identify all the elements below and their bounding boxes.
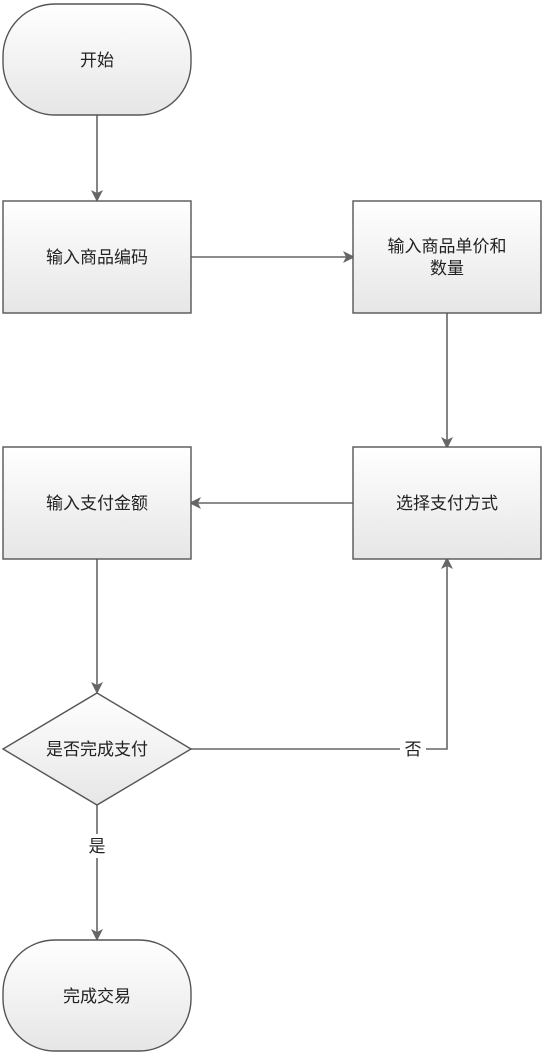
select-payment-label: 选择支付方式 bbox=[396, 494, 498, 514]
input-price-qty-process-box bbox=[352, 200, 542, 314]
start-terminator-shape bbox=[2, 3, 192, 116]
input-price-qty-label-line-2: 数量 bbox=[430, 259, 464, 279]
node-input-price-qty: 输入商品单价和 数量 bbox=[352, 200, 542, 314]
input-code-label: 输入商品编码 bbox=[46, 248, 148, 268]
node-select-payment: 选择支付方式 bbox=[352, 446, 542, 560]
decision-label: 是否完成支付 bbox=[46, 740, 148, 760]
edges bbox=[91, 115, 453, 941]
edge-decision-no-to-select-payment bbox=[191, 557, 453, 750]
yes-label-background bbox=[84, 834, 110, 858]
input-code-process-box bbox=[2, 200, 192, 314]
node-input-amount: 输入支付金额 bbox=[2, 446, 192, 560]
start-label: 开始 bbox=[80, 51, 114, 71]
select-payment-process-box bbox=[352, 446, 542, 560]
node-end: 完成交易 bbox=[2, 939, 192, 1052]
input-price-qty-label-line-1: 输入商品单价和 bbox=[388, 237, 507, 257]
end-label: 完成交易 bbox=[63, 987, 131, 1007]
node-input-code: 输入商品编码 bbox=[2, 200, 192, 314]
decision-diamond bbox=[1, 692, 193, 806]
no-label-background bbox=[400, 737, 426, 761]
end-terminator-shape bbox=[2, 939, 192, 1052]
edge-labels: 否 是 bbox=[84, 737, 426, 858]
edge-label-yes: 是 bbox=[89, 837, 106, 857]
edge-label-no: 否 bbox=[405, 740, 422, 760]
input-amount-process-box bbox=[2, 446, 192, 560]
input-amount-label: 输入支付金额 bbox=[46, 494, 148, 514]
node-start: 开始 bbox=[2, 3, 192, 116]
node-decision: 是否完成支付 bbox=[1, 692, 193, 806]
